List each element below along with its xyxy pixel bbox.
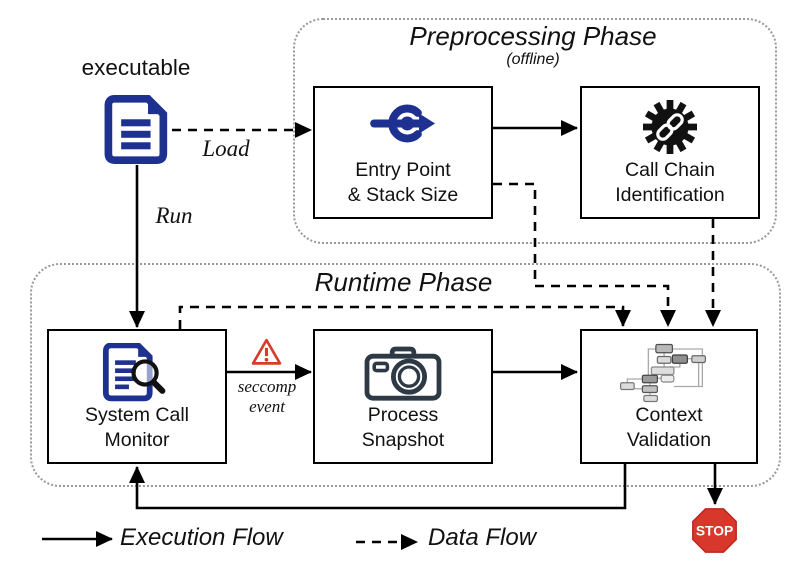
callgraph-icon	[620, 343, 706, 403]
legend-execution-flow-label: Execution Flow	[120, 524, 283, 551]
seccomp-event-label-line1: seccomp	[237, 377, 297, 396]
context-validation-label-line2: Validation	[626, 429, 712, 451]
node-call-chain: Call Chain Identification	[580, 86, 760, 219]
system-call-monitor-label-line2: Monitor	[104, 429, 170, 451]
camera-icon	[364, 346, 442, 401]
load-edge-label: Load	[202, 136, 250, 161]
entry-arrow-icon	[370, 104, 436, 143]
runtime-phase-title: Runtime Phase	[314, 267, 493, 297]
node-context-validation: Context Validation	[580, 329, 758, 464]
document-magnifier-icon	[102, 343, 166, 402]
entry-point-label-line1: Entry Point	[355, 159, 451, 181]
executable-label: executable	[81, 55, 191, 80]
node-system-call-monitor: System Call Monitor	[47, 329, 227, 464]
entry-point-label-line2: & Stack Size	[347, 184, 459, 206]
preprocessing-phase-title: Preprocessing Phase	[409, 21, 657, 51]
document-icon	[104, 95, 168, 164]
call-chain-label-line2: Identification	[615, 184, 725, 206]
stop-sign-text: STOP	[696, 524, 733, 539]
process-snapshot-label-line1: Process	[367, 404, 439, 426]
run-edge-label: Run	[155, 203, 193, 228]
gear-chain-icon	[643, 100, 697, 154]
seccomp-event-label-line2: event	[249, 397, 285, 416]
process-snapshot-label-line2: Snapshot	[361, 429, 445, 451]
system-call-monitor-label-line1: System Call	[84, 404, 190, 426]
node-process-snapshot: Process Snapshot	[313, 329, 493, 464]
context-validation-label-line1: Context	[635, 404, 703, 426]
stop-sign-icon: STOP	[692, 508, 737, 553]
node-entry-point: Entry Point & Stack Size	[313, 86, 493, 219]
preprocessing-phase-subtitle: (offline)	[506, 51, 560, 68]
warning-triangle-icon	[251, 338, 282, 365]
legend-data-flow-label: Data Flow	[428, 524, 537, 551]
call-chain-label-line1: Call Chain	[625, 159, 715, 181]
